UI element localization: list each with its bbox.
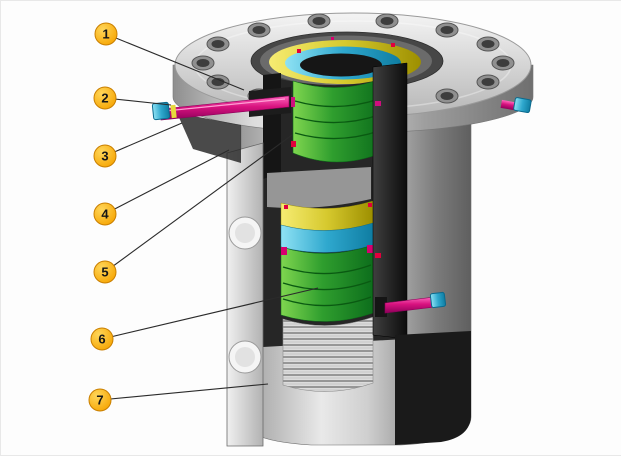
threaded-bore	[282, 316, 374, 392]
flange-bolt-hole	[476, 74, 500, 90]
fitting-stem	[500, 99, 516, 111]
callout-1-number: 1	[102, 27, 109, 42]
fitting-right-top	[500, 97, 532, 114]
leader-line-5	[104, 134, 293, 273]
cutaway-section-face-bottom-right	[395, 331, 471, 445]
callout-2: 2	[93, 86, 117, 110]
hanger-groove	[294, 130, 380, 140]
lock-screw-gland	[375, 297, 387, 317]
callout-6-number: 6	[98, 332, 105, 347]
callout-1-circle	[94, 22, 118, 46]
hanger-seal-magenta	[367, 245, 373, 253]
leader-line-4	[104, 149, 230, 215]
hanger-groove	[282, 264, 372, 275]
lock-screw-right	[375, 291, 447, 317]
lower-green-body	[280, 244, 374, 322]
flange-bolt-hole	[375, 13, 399, 29]
hanger-groove	[282, 296, 372, 307]
bore-wall-mid	[267, 167, 371, 208]
section-seal-magenta	[375, 101, 381, 106]
callout-markers: 1 2 3 4 5 6 7	[88, 22, 319, 412]
callout-5-number: 5	[101, 265, 108, 280]
callout-2-circle	[93, 86, 117, 110]
under-flange-shadow	[177, 113, 241, 163]
flange-bolt-hole	[435, 88, 459, 104]
leader-line-6	[101, 287, 319, 340]
leader-line-1	[105, 33, 245, 91]
lock-screw-cap	[429, 291, 447, 309]
callout-2-number: 2	[101, 91, 108, 106]
flange-bolt-hole	[435, 22, 459, 38]
fitting-head	[513, 97, 532, 114]
hanger-groove	[294, 98, 380, 108]
lock-screw-highlight	[164, 98, 286, 112]
callout-6: 6	[90, 327, 114, 351]
lower-casing-hanger	[280, 200, 374, 322]
callout-7-number: 7	[96, 393, 103, 408]
flange-bolt-hole	[476, 36, 500, 52]
flange-bolt-hole	[191, 55, 215, 71]
upper-hanger-body	[292, 78, 382, 163]
callout-3: 3	[93, 144, 117, 168]
hanger-seal-magenta	[289, 97, 295, 107]
flange-bolt-hole	[491, 55, 515, 71]
seal-red-detail	[297, 49, 301, 53]
outlet-plate	[226, 142, 264, 447]
callout-4-circle	[93, 202, 117, 226]
hanger-groove	[294, 114, 380, 124]
side-outlet-cut-face	[226, 142, 264, 447]
outlet-port-upper-inner	[235, 223, 255, 243]
callout-5: 5	[93, 260, 117, 284]
lock-screw-cap	[151, 101, 171, 121]
callout-4-number: 4	[101, 207, 109, 222]
hanger-seal-red	[284, 205, 288, 209]
bore-inner-hole	[300, 53, 382, 77]
callout-7: 7	[88, 388, 112, 412]
leader-line-7	[99, 383, 269, 401]
flange-bolt-hole	[206, 36, 230, 52]
hanger-seal-red	[291, 141, 296, 147]
flange-bolt-hole	[247, 22, 271, 38]
section-seal-red	[375, 253, 381, 258]
lock-screw-washer	[170, 104, 177, 119]
upper-casing-hanger	[289, 78, 382, 163]
hanger-seal-red	[368, 203, 372, 207]
flange-bolt-hole	[307, 13, 331, 29]
hanger-seal-magenta	[281, 247, 287, 255]
callout-1: 1	[94, 22, 118, 46]
leader-line-3	[104, 122, 183, 157]
outlet-port-lower-inner	[235, 347, 255, 367]
callout-7-circle	[88, 388, 112, 412]
hanger-groove	[282, 280, 372, 291]
lock-screw-left	[151, 87, 291, 121]
callout-5-circle	[93, 260, 117, 284]
callout-6-circle	[90, 327, 114, 351]
callout-3-circle	[93, 144, 117, 168]
callout-3-number: 3	[101, 149, 108, 164]
seal-magenta-detail	[331, 37, 334, 40]
callout-4: 4	[93, 202, 117, 226]
seal-red-detail	[391, 43, 395, 47]
